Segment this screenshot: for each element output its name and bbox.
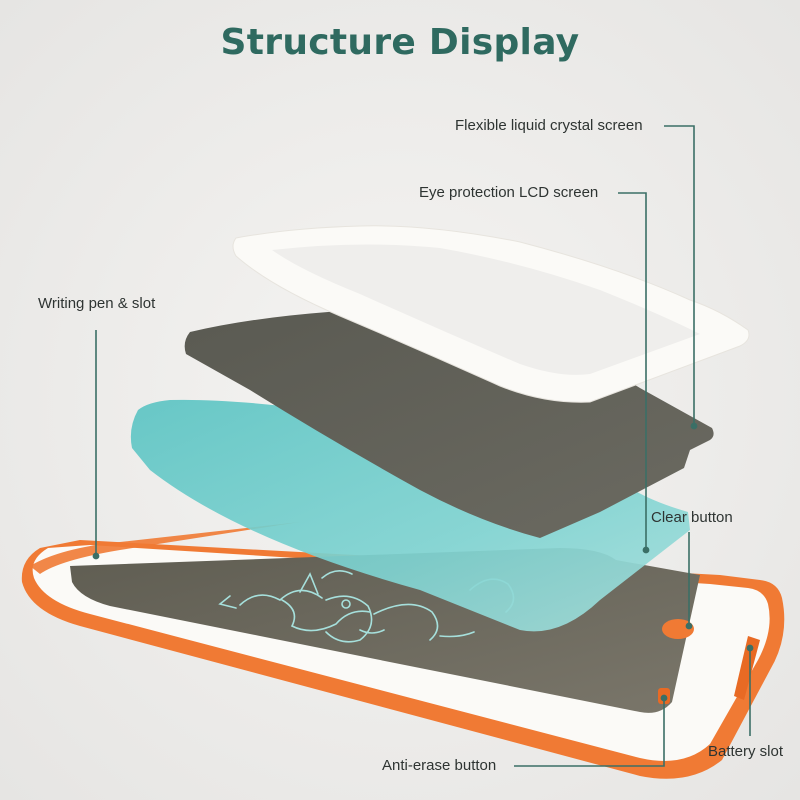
label-battery-slot: Battery slot	[708, 743, 784, 760]
page-title: Structure Display	[220, 22, 580, 63]
clear-button[interactable]	[662, 619, 694, 639]
unicorn-doodle	[218, 570, 515, 643]
white-frame	[232, 225, 750, 403]
label-eye-protection: Eye protection LCD screen	[419, 184, 599, 201]
battery-slot	[734, 636, 760, 700]
leader-lines	[92, 125, 754, 767]
pen-slot	[30, 522, 300, 574]
cyan-writing-film	[130, 399, 690, 632]
label-flexible-screen: Flexible liquid crystal screen	[455, 117, 643, 134]
label-clear-button: Clear button	[651, 509, 733, 526]
label-writing-pen: Writing pen & slot	[38, 295, 156, 312]
label-anti-erase: Anti-erase button	[382, 757, 497, 774]
